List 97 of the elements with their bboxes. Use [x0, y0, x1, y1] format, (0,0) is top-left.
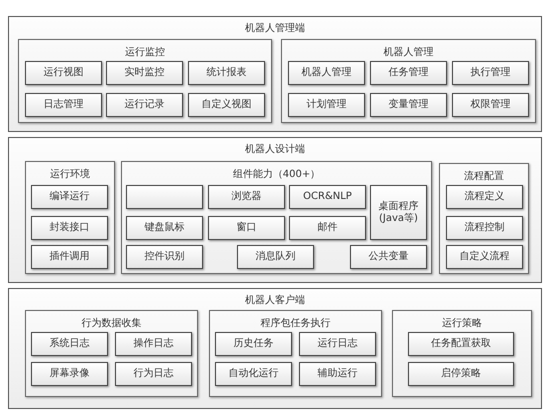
panel-title: 机器人设计端 [244, 142, 306, 156]
function-box [126, 216, 203, 240]
function-box [452, 61, 529, 85]
function-label: 桌面程序(Java等) [378, 200, 420, 224]
function-box [31, 332, 108, 356]
function-box [25, 61, 102, 85]
function-box [25, 93, 102, 117]
function-label: 任务管理 [388, 67, 428, 79]
function-label: 运行记录 [124, 99, 164, 111]
function-label: 自动化运行 [228, 368, 278, 380]
function-label: 键盘鼠标 [144, 222, 184, 234]
function-label: 插件调用 [50, 251, 90, 263]
function-box [215, 362, 292, 386]
function-box [408, 332, 514, 356]
function-label: 窗口 [236, 222, 256, 234]
function-box [288, 61, 365, 85]
function-label: 操作日志 [134, 338, 174, 350]
function-label: 权限管理 [470, 99, 510, 111]
panel-title: 运行环境 [49, 168, 91, 181]
function-label: 历史任务 [234, 338, 274, 350]
function-label: 流程定义 [464, 191, 504, 203]
panel-title: 流程配置 [463, 170, 505, 183]
function-box [299, 332, 376, 356]
function-box [215, 332, 292, 356]
function-box [446, 185, 523, 209]
module-panel [18, 39, 272, 123]
function-box [106, 93, 183, 117]
function-box [115, 362, 192, 386]
function-label: 邮件 [318, 222, 338, 234]
module-panel [209, 310, 382, 397]
panel-title: 机器人管理 [382, 46, 434, 59]
function-box [370, 185, 427, 240]
tier-panel [8, 288, 542, 409]
module-panel [121, 161, 432, 274]
panel-title: 组件能力（400+） [232, 168, 322, 181]
function-label: 浏览器 [232, 191, 262, 203]
function-box [188, 61, 265, 85]
function-label: 系统日志 [50, 338, 90, 350]
function-box [288, 93, 365, 117]
function-label: 自定义流程 [460, 251, 510, 263]
function-box [370, 93, 447, 117]
function-box [446, 216, 523, 240]
function-box [408, 362, 514, 386]
tier-panel [8, 16, 542, 132]
function-box [106, 61, 183, 85]
function-label: 行为日志 [134, 368, 174, 380]
function-box [31, 245, 108, 269]
function-label: 辅助运行 [318, 368, 358, 380]
function-label: 流程控制 [464, 222, 504, 234]
function-label: 变量管理 [388, 99, 428, 111]
module-panel [439, 163, 529, 274]
function-label: 启停策略 [441, 368, 481, 380]
module-panel [281, 39, 536, 123]
function-label: 统计报表 [206, 67, 246, 79]
function-label: 编译运行 [50, 191, 90, 203]
panel-title: 行为数据收集 [80, 316, 142, 330]
function-label: 自定义视图 [202, 99, 252, 111]
function-box [31, 216, 108, 240]
function-label: 屏幕录像 [50, 368, 90, 380]
function-box [350, 245, 427, 269]
function-label: 执行管理 [470, 67, 510, 79]
function-box [446, 245, 523, 269]
function-box [289, 216, 366, 240]
function-label: 公共变量 [368, 251, 408, 263]
panel-title: 程序包任务执行 [260, 316, 332, 330]
function-box [31, 185, 108, 209]
function-label: 消息队列 [256, 251, 296, 263]
function-box [370, 61, 447, 85]
function-label: OCR&NLP [303, 191, 352, 203]
function-box [289, 185, 366, 209]
function-box [208, 185, 285, 209]
function-label: 控件识别 [144, 251, 184, 263]
function-label: 任务配置获取 [431, 338, 491, 350]
function-label: 日志管理 [44, 99, 84, 111]
function-box [126, 245, 203, 269]
function-box [299, 362, 376, 386]
module-panel [25, 310, 198, 397]
function-label: 运行视图 [44, 67, 84, 79]
function-box [188, 93, 265, 117]
panel-title: 运行策略 [441, 316, 483, 330]
tier-panel [8, 137, 542, 283]
function-label: 机器人管理 [302, 67, 352, 79]
module-panel [25, 161, 115, 274]
function-box [237, 245, 314, 269]
panel-title: 机器人管理端 [244, 22, 306, 35]
panel-title: 机器人客户端 [244, 294, 306, 307]
function-box [208, 216, 285, 240]
function-box [452, 93, 529, 117]
function-label: 计划管理 [306, 99, 346, 111]
panel-title: 运行监控 [124, 46, 166, 59]
function-box [31, 362, 108, 386]
function-box [126, 185, 203, 209]
module-panel [392, 310, 532, 397]
function-label: 实时监控 [124, 67, 164, 79]
function-label: 封装接口 [50, 222, 90, 234]
function-label: 运行日志 [318, 338, 358, 350]
function-box [115, 332, 192, 356]
